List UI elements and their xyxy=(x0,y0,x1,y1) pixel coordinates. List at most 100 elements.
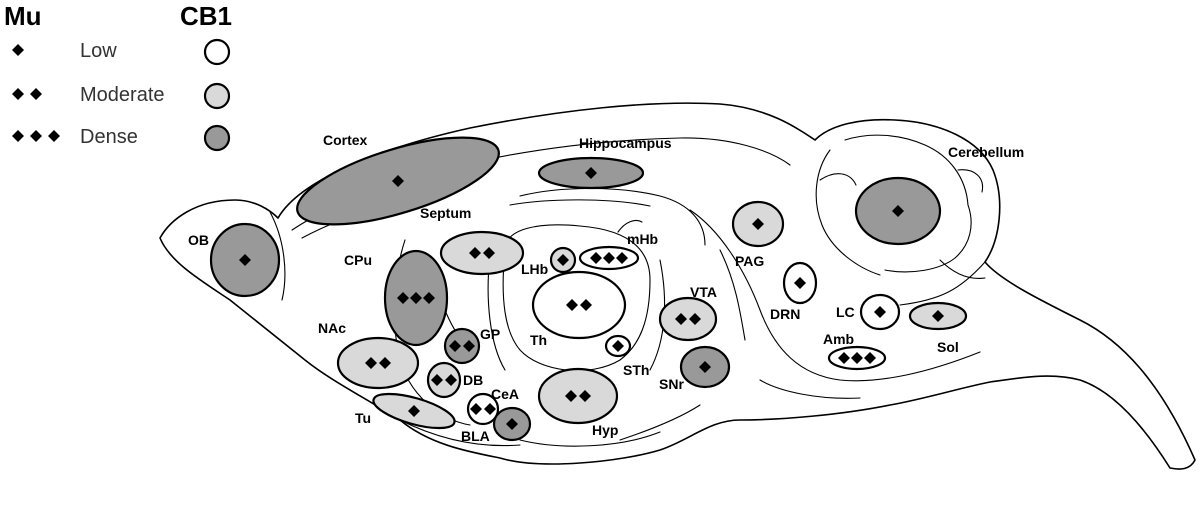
lc-label: LC xyxy=(836,304,855,320)
mu-diamond xyxy=(365,357,377,369)
region-hippocampus: Hippocampus xyxy=(537,135,672,190)
mu-diamond xyxy=(470,403,482,415)
mu-diamond xyxy=(864,352,876,364)
mu-diamond xyxy=(580,299,592,311)
mu-diamond xyxy=(851,352,863,364)
mu-diamond xyxy=(752,218,764,230)
db-cb1-ellipse xyxy=(426,361,462,399)
region-drn: DRN xyxy=(770,261,818,322)
region-th: Th xyxy=(530,270,627,348)
region-lhb: LHb xyxy=(521,246,577,277)
th-label: Th xyxy=(530,332,547,348)
mu-diamond xyxy=(566,299,578,311)
nac-label: NAc xyxy=(318,320,346,336)
cea-cb1-ellipse xyxy=(466,392,500,426)
tu-label: Tu xyxy=(355,410,371,426)
sol-label: Sol xyxy=(937,339,959,355)
mu-diamond xyxy=(469,247,481,259)
mu-diamond xyxy=(463,340,475,352)
nac-cb1-ellipse xyxy=(336,336,420,390)
amb-label: Amb xyxy=(823,331,854,347)
region-nac: NAc xyxy=(318,320,420,390)
septum-cb1-ellipse xyxy=(439,230,525,276)
mu-diamond xyxy=(397,292,409,304)
cerebellum-label: Cerebellum xyxy=(948,144,1024,160)
bla-label: BLA xyxy=(461,428,490,444)
legend-label: Dense xyxy=(80,126,138,148)
vta-cb1-ellipse xyxy=(658,296,718,342)
mhb-label: mHb xyxy=(627,231,658,247)
legend-mu-title: Mu xyxy=(4,1,42,31)
cortex-label: Cortex xyxy=(323,132,368,148)
mu-diamond xyxy=(565,390,577,402)
ob-label: OB xyxy=(188,232,209,248)
mu-diamond xyxy=(410,292,422,304)
region-vta: VTA xyxy=(658,284,718,342)
hyp-label: Hyp xyxy=(592,422,618,438)
legend-label: Moderate xyxy=(80,84,165,106)
mu-diamond xyxy=(445,374,457,386)
mu-diamond xyxy=(48,130,60,142)
mu-diamond xyxy=(699,361,711,373)
sth-label: STh xyxy=(623,362,649,378)
region-cerebellum: Cerebellum xyxy=(854,144,1024,246)
region-bla: BLA xyxy=(461,406,532,444)
mu-diamond xyxy=(408,405,420,417)
mu-diamond xyxy=(579,390,591,402)
mu-diamond xyxy=(590,252,602,264)
mu-diamond xyxy=(838,352,850,364)
mu-diamond xyxy=(484,403,496,415)
mu-diamond xyxy=(874,306,886,318)
legend-cb1-title: CB1 xyxy=(180,1,232,31)
mu-diamond xyxy=(689,313,701,325)
pag-label: PAG xyxy=(735,253,764,269)
gp-label: GP xyxy=(480,326,500,342)
mu-diamond xyxy=(892,205,904,217)
mu-diamond xyxy=(379,357,391,369)
mu-diamond xyxy=(392,175,404,187)
region-lc: LC xyxy=(836,293,901,331)
lhb-label: LHb xyxy=(521,261,548,277)
vta-label: VTA xyxy=(690,284,717,300)
mu-diamond xyxy=(30,88,42,100)
region-hyp: Hyp xyxy=(537,367,619,438)
brain-outline xyxy=(159,102,1196,470)
sn-label: SNr xyxy=(659,376,684,392)
septum-label: Septum xyxy=(420,205,471,221)
region-cpu: CPu xyxy=(344,249,449,347)
mu-diamond xyxy=(423,292,435,304)
mu-diamond xyxy=(794,277,806,289)
region-db: DB xyxy=(426,361,483,399)
mu-diamond xyxy=(483,247,495,259)
region-tu: Tu xyxy=(355,392,456,430)
mu-diamond xyxy=(557,254,569,266)
mu-diamond xyxy=(12,44,24,56)
mu-diamond xyxy=(616,252,628,264)
drn-label: DRN xyxy=(770,306,800,322)
region-cortex: Cortex xyxy=(296,132,500,226)
legend-cb1-circle xyxy=(203,124,231,152)
region-sn: SNr xyxy=(659,345,731,392)
mu-diamond xyxy=(932,310,944,322)
region-pag: PAG xyxy=(731,200,785,269)
region-mhb: mHb xyxy=(578,231,658,271)
mu-diamond xyxy=(449,340,461,352)
cpu-label: CPu xyxy=(344,252,372,268)
hyp-cb1-ellipse xyxy=(537,367,619,425)
region-sth: STh xyxy=(604,334,649,378)
cea-label: CeA xyxy=(491,386,519,402)
mu-diamond xyxy=(12,130,24,142)
region-ob: OB xyxy=(188,222,281,298)
mu-diamond xyxy=(603,252,615,264)
mu-diamond xyxy=(12,88,24,100)
hippocampus-label: Hippocampus xyxy=(579,135,672,151)
mu-diamond xyxy=(675,313,687,325)
legend-row-low: Low xyxy=(12,38,231,66)
mu-diamond xyxy=(239,254,251,266)
legend-label: Low xyxy=(80,40,117,62)
mu-diamond xyxy=(30,130,42,142)
region-gp: GP xyxy=(443,326,500,365)
